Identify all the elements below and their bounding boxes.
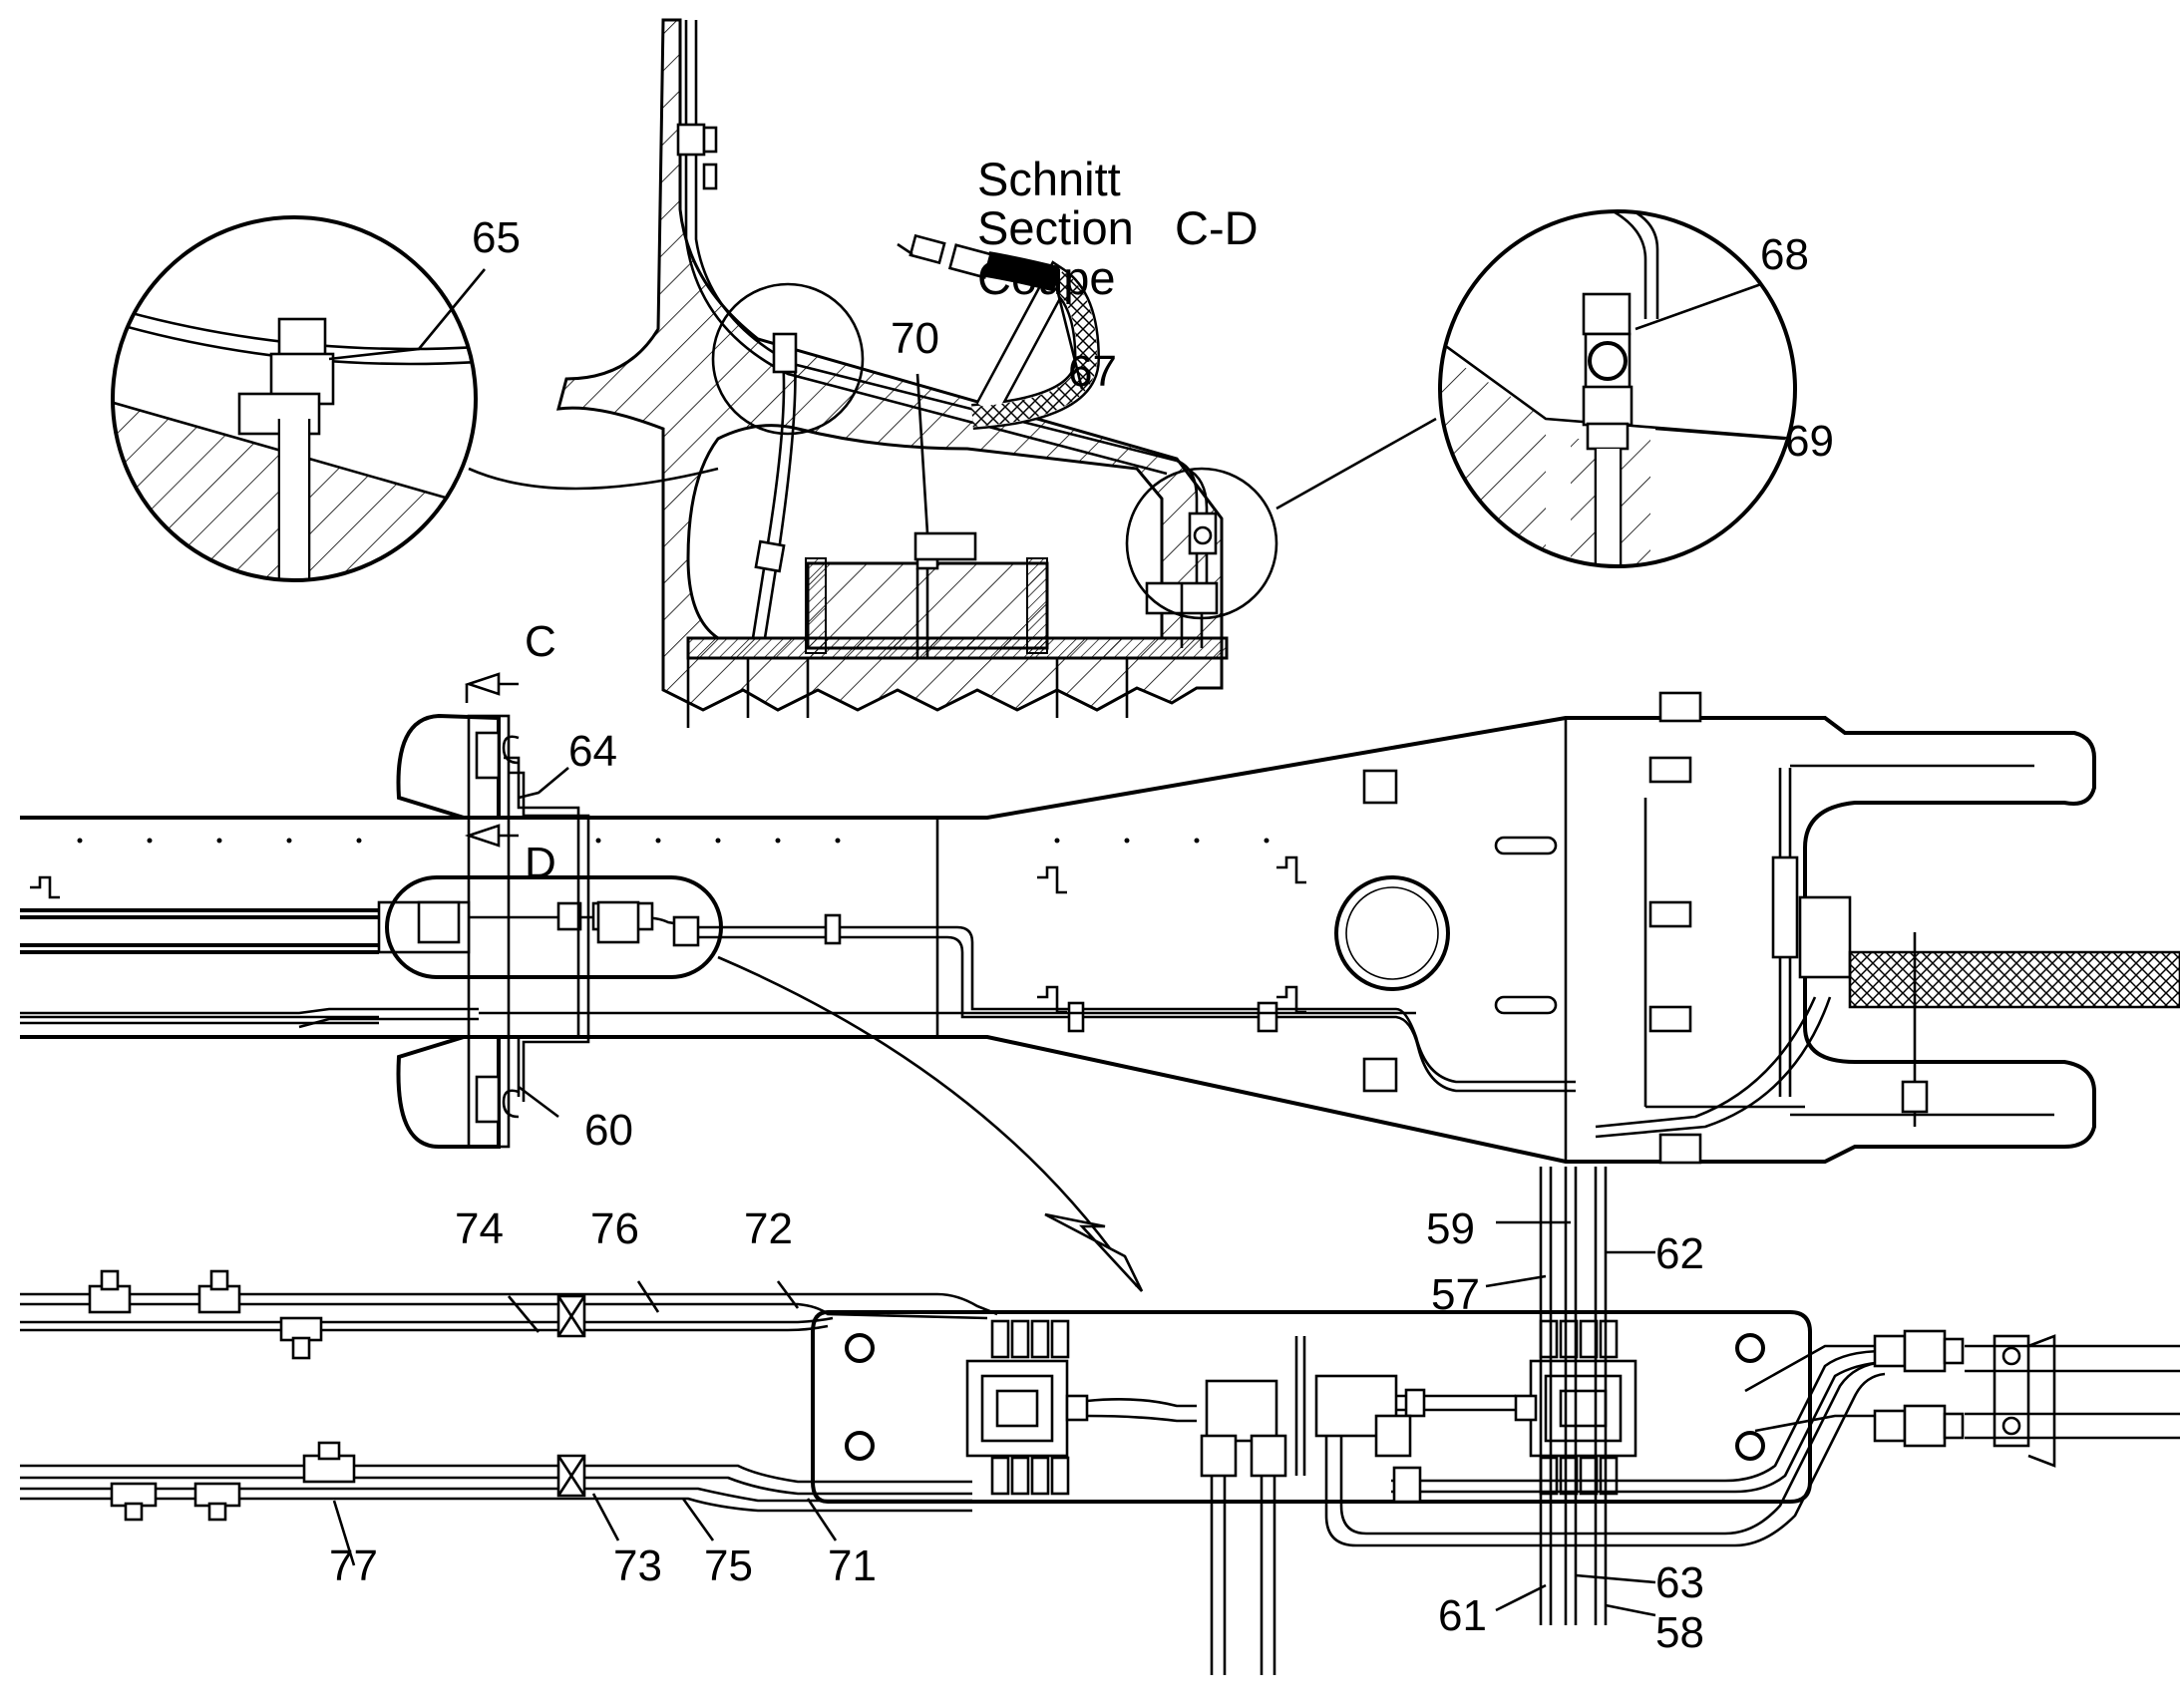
callout-64: 64 bbox=[568, 727, 617, 776]
valve-block-right bbox=[1514, 1319, 1637, 1496]
callout-77: 77 bbox=[329, 1541, 378, 1590]
callout-72: 72 bbox=[744, 1204, 793, 1253]
section-view-c-d: Schnitt Section C-D Coupe bbox=[555, 18, 1259, 728]
callout-65: 65 bbox=[472, 213, 521, 262]
braided-hose-upper bbox=[985, 254, 1060, 289]
leader-lines bbox=[328, 268, 1786, 1617]
detail-view-68-69 bbox=[1275, 209, 1797, 568]
detail-circle-65 bbox=[111, 215, 478, 582]
callout-76: 76 bbox=[590, 1204, 639, 1253]
detail-view-65 bbox=[111, 215, 719, 582]
callout-60: 60 bbox=[584, 1106, 633, 1155]
callout-75: 75 bbox=[704, 1541, 753, 1590]
callout-69: 69 bbox=[1785, 417, 1834, 466]
callout-63: 63 bbox=[1655, 1558, 1704, 1607]
section-id: C-D bbox=[1175, 201, 1259, 254]
callout-71: 71 bbox=[828, 1541, 877, 1590]
section-marker-c: C bbox=[525, 617, 556, 666]
detail-circle-right-marker bbox=[1125, 467, 1278, 620]
detail-arrow bbox=[717, 955, 1139, 1287]
callout-61: 61 bbox=[1438, 1591, 1487, 1640]
callout-59: 59 bbox=[1426, 1204, 1475, 1253]
plan-opening bbox=[1334, 875, 1450, 991]
callout-58: 58 bbox=[1655, 1608, 1704, 1657]
plan-highlight-oval bbox=[385, 875, 723, 979]
detail-circle-left-marker bbox=[711, 282, 865, 436]
callout-74: 74 bbox=[455, 1204, 504, 1253]
callout-67: 67 bbox=[1068, 347, 1117, 396]
callout-labels: 65 70 67 68 69 64 60 74 76 72 59 62 57 7… bbox=[329, 213, 1834, 1657]
callout-68: 68 bbox=[1760, 230, 1809, 279]
valve-block-left bbox=[965, 1319, 1089, 1496]
callout-70: 70 bbox=[891, 314, 939, 363]
section-title-en: Section bbox=[977, 201, 1134, 254]
callout-62: 62 bbox=[1655, 1229, 1704, 1278]
plan-view: C D bbox=[20, 617, 2180, 1165]
callout-57: 57 bbox=[1431, 1270, 1480, 1319]
braided-hose-67 bbox=[971, 270, 1098, 427]
bottom-plate bbox=[686, 636, 1229, 660]
callout-73: 73 bbox=[613, 1541, 662, 1590]
section-title-fr: Coupe bbox=[977, 251, 1116, 304]
manifold-detail-view bbox=[20, 1167, 2180, 1675]
section-marker-d: D bbox=[525, 839, 556, 887]
section-title-de: Schnitt bbox=[977, 153, 1121, 205]
detail-circle-68-69 bbox=[1438, 209, 1797, 568]
